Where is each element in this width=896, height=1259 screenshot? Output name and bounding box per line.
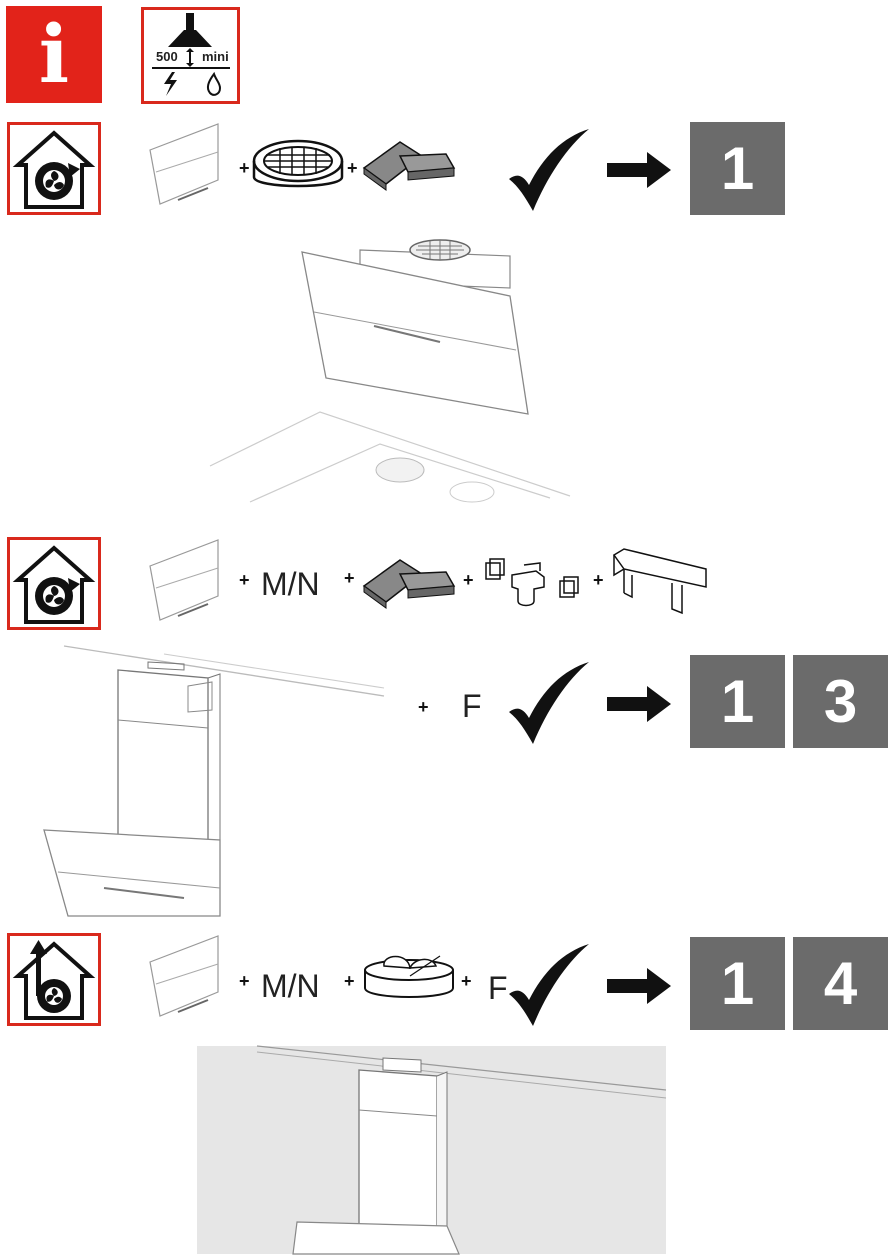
plus-sign: + xyxy=(463,570,474,590)
arrow-right-icon xyxy=(607,152,671,188)
mode-badge-extraction xyxy=(7,933,101,1026)
plus-sign: + xyxy=(418,697,429,717)
hood-thumbnail xyxy=(149,123,219,205)
plus-sign: + xyxy=(239,158,250,178)
check-mark-icon xyxy=(509,944,589,1026)
step-number-box: 3 xyxy=(793,655,888,748)
hood-thumbnail xyxy=(149,539,219,621)
recirculation-icon xyxy=(12,545,96,624)
hood-illustration-1 xyxy=(209,239,571,503)
plus-sign: + xyxy=(239,570,250,590)
step-number-box: 1 xyxy=(690,937,785,1030)
info-icon: i xyxy=(6,6,102,103)
step-number-box: 1 xyxy=(690,122,785,215)
hood-thumbnail xyxy=(149,935,219,1017)
clearance-unit: mini xyxy=(202,49,229,64)
hood-height-icon xyxy=(152,13,230,96)
check-mark-icon xyxy=(509,129,589,211)
carbon-filter-icon xyxy=(362,141,456,191)
plus-sign: + xyxy=(344,568,355,588)
carbon-filter-icon xyxy=(362,559,456,609)
kit-label: M/N xyxy=(261,968,320,1004)
mounting-bracket-icon xyxy=(612,548,707,615)
hood-illustration-3 xyxy=(197,1045,667,1255)
check-mark-icon xyxy=(509,662,589,744)
clearance-badge: 500 mini xyxy=(141,7,240,104)
duct-connectors-icon xyxy=(485,558,579,607)
arrow-right-icon xyxy=(607,968,671,1004)
plus-sign: + xyxy=(593,570,604,590)
mode-badge-recirculation-1 xyxy=(7,122,101,215)
non-return-valve-icon xyxy=(364,955,454,998)
plus-sign: + xyxy=(344,971,355,991)
step-number-box: 4 xyxy=(793,937,888,1030)
step-number-box: 1 xyxy=(690,655,785,748)
grille-adapter-icon xyxy=(252,139,344,188)
clearance-distance: 500 xyxy=(156,49,178,64)
hood-illustration-2 xyxy=(43,645,385,917)
mode-badge-recirculation-2 xyxy=(7,537,101,630)
plus-sign: + xyxy=(347,158,358,178)
plus-sign: + xyxy=(239,971,250,991)
fitting-label: F xyxy=(462,688,482,724)
fitting-label: F xyxy=(488,970,508,1006)
arrow-right-icon xyxy=(607,686,671,722)
extraction-icon xyxy=(12,940,96,1020)
kit-label: M/N xyxy=(261,566,320,602)
plus-sign: + xyxy=(461,971,472,991)
recirculation-icon xyxy=(12,130,96,209)
